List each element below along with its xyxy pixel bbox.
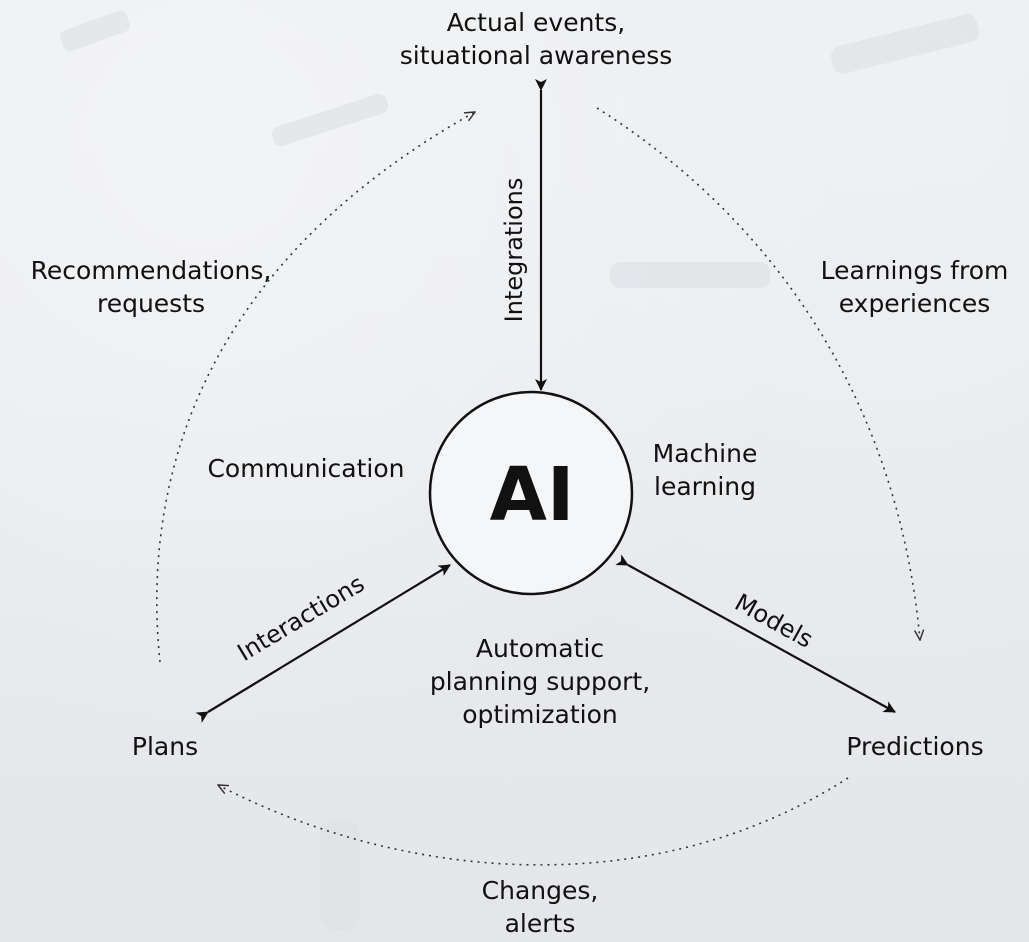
- cycle-learnings: Learnings from experiences: [820, 256, 1009, 318]
- capability-planning: Automatic planning support, optimization: [429, 634, 651, 729]
- cycle-changes-alerts: Changes, alerts: [481, 876, 599, 938]
- interactions-label: Interactions: [233, 569, 370, 667]
- background-scenery: [60, 10, 980, 930]
- right-cycle-arc: [596, 107, 920, 640]
- interactions-arrow: [195, 564, 451, 723]
- capability-communication: Communication: [207, 454, 405, 483]
- left-cycle-arc: [156, 112, 475, 663]
- bottom-cycle-arc: [218, 777, 849, 866]
- integrations-label: Integrations: [500, 178, 528, 323]
- models-label: Models: [730, 588, 818, 653]
- node-actual-events: Actual events, situational awareness: [399, 8, 673, 70]
- ai-core-label: AI: [490, 452, 575, 538]
- ai-core-circle: [428, 390, 634, 596]
- node-predictions: Predictions: [846, 732, 984, 761]
- cycle-recommendations: Recommendations, requests: [30, 256, 272, 318]
- models-arrow: [615, 554, 896, 713]
- capability-machine-learning: Machine learning: [652, 439, 758, 501]
- node-plans: Plans: [131, 732, 199, 761]
